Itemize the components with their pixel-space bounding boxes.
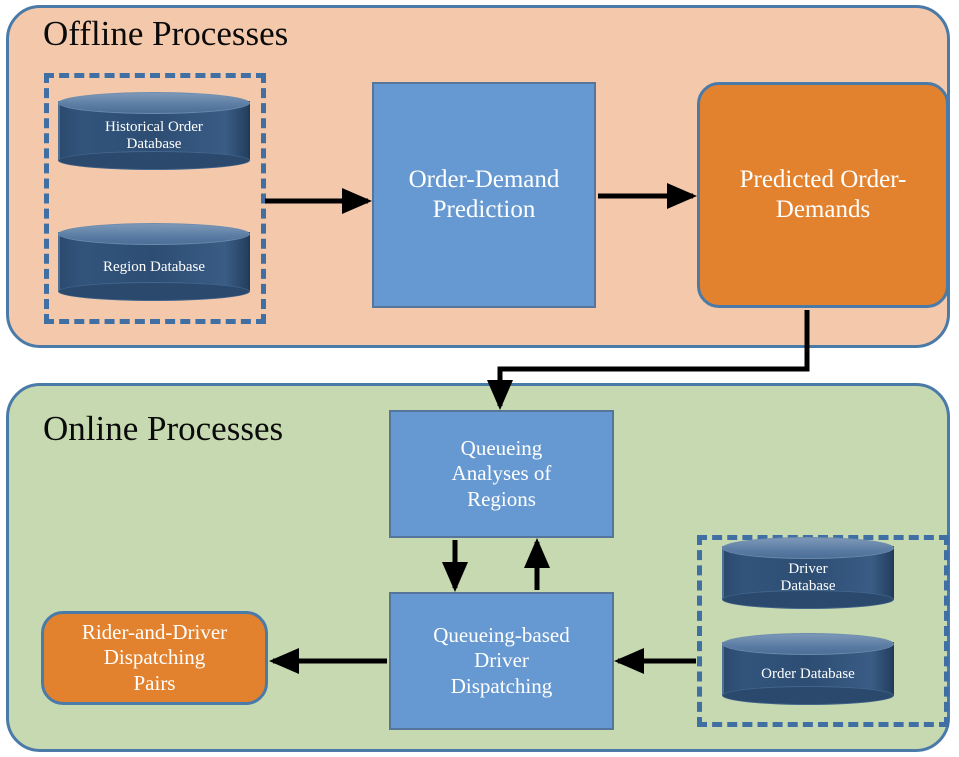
cylinder-top-ellipse (58, 223, 250, 245)
node-label-line-2: Driver (474, 648, 529, 673)
node-label-line-3: Regions (467, 486, 536, 511)
db-label-line-1: Region Database (102, 258, 206, 275)
cylinder-bottom-ellipse (722, 686, 894, 705)
node-label-line-1: Queueing-based (433, 623, 570, 648)
historical-order-database-label: Historical Order Database (58, 92, 250, 170)
order-database-label: Order Database (722, 633, 894, 705)
cylinder-top-ellipse (58, 92, 250, 114)
order-database-icon: Order Database (722, 633, 894, 705)
cylinder-top-ellipse (722, 633, 894, 655)
offline-database-group (44, 73, 266, 324)
db-label-line-2: Database (780, 578, 836, 594)
db-label-line-1: Order Database (761, 665, 855, 682)
cylinder-bottom-ellipse (58, 282, 250, 301)
node-label-line-1: Queueing (460, 436, 543, 461)
offline-panel-title: Offline Processes (43, 14, 289, 53)
region-database-label: Region Database (58, 223, 250, 301)
db-label-line-2: Database (126, 136, 182, 152)
node-label-line-1: Predicted Order- (739, 166, 907, 193)
node-label-line-2: Prediction (432, 196, 536, 223)
queueing-analyses-of-regions-node: Queueing Analyses of Regions (389, 410, 614, 538)
db-label-line-1: Historical Order (105, 119, 203, 136)
node-label-line-3: Pairs (133, 670, 176, 695)
cylinder-bottom-ellipse (58, 151, 250, 170)
queueing-based-driver-dispatching-node: Queueing-based Driver Dispatching (389, 592, 614, 730)
rider-and-driver-dispatching-pairs-node: Rider-and-Driver Dispatching Pairs (41, 611, 268, 705)
predicted-order-demands-node: Predicted Order- Demands (697, 82, 949, 308)
node-label-line-2: Analyses of (451, 461, 552, 486)
cylinder-top-ellipse (722, 537, 894, 559)
online-panel-title: Online Processes (43, 409, 284, 448)
db-label-line-1: Driver (788, 561, 828, 578)
order-demand-prediction-node: Order-Demand Prediction (372, 82, 596, 308)
region-database-icon: Region Database (58, 223, 250, 301)
historical-order-database-icon: Historical Order Database (58, 92, 250, 170)
driver-database-icon: Driver Database (722, 537, 894, 609)
node-label-line-3: Dispatching (450, 673, 553, 698)
node-label-line-1: Rider-and-Driver (81, 620, 228, 645)
node-label-line-2: Demands (775, 196, 871, 223)
driver-database-label: Driver Database (722, 537, 894, 609)
node-label-line-1: Order-Demand (408, 166, 560, 193)
cylinder-bottom-ellipse (722, 590, 894, 609)
node-label-line-2: Dispatching (103, 645, 206, 670)
